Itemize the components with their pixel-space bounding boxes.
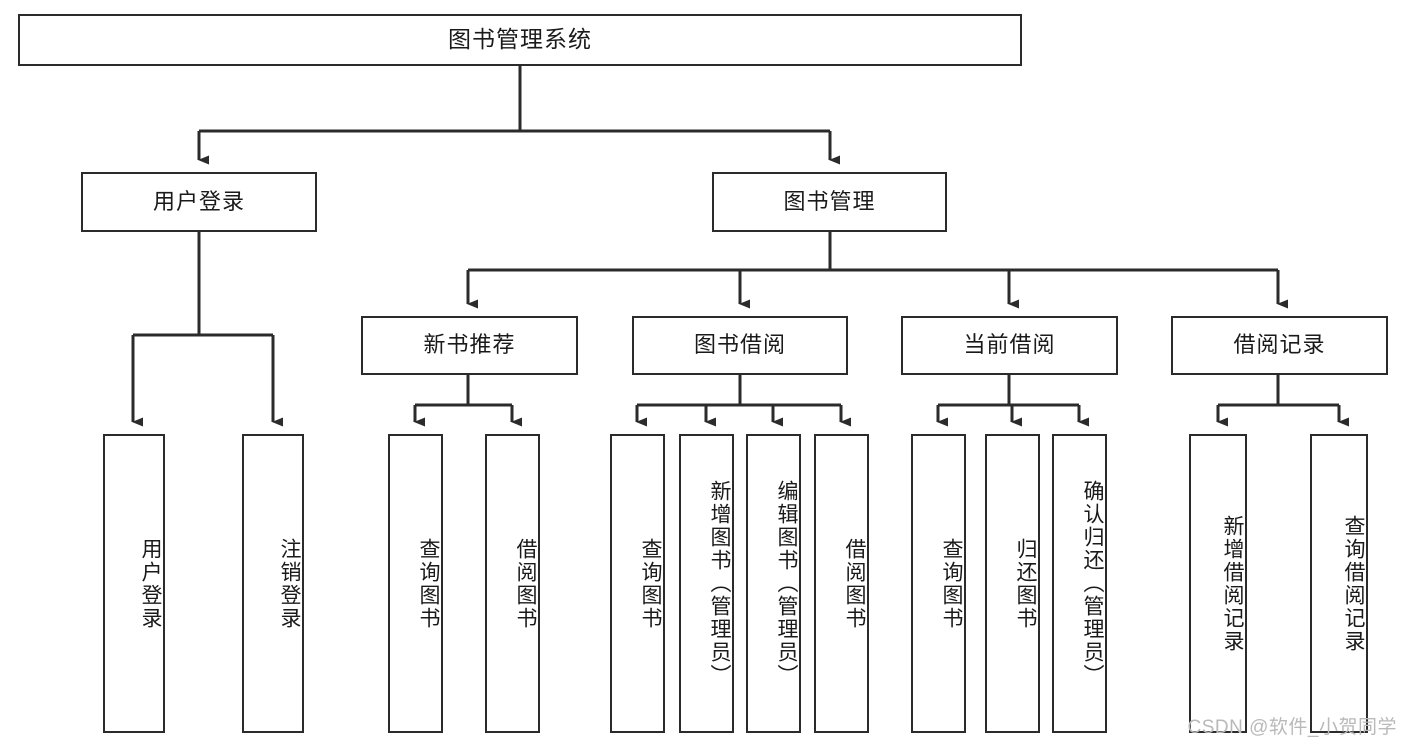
node-leaf-query-book-3-label: 查询图书 — [940, 537, 963, 630]
node-leaf-add-record[interactable]: 新增借阅记录 — [1189, 434, 1247, 733]
node-leaf-add-book[interactable]: 新增图书（管理员） — [679, 434, 734, 733]
node-new-book-recommend[interactable]: 新书推荐 — [361, 316, 578, 375]
node-leaf-query-book-3[interactable]: 查询图书 — [911, 434, 966, 733]
node-borrow-record[interactable]: 借阅记录 — [1171, 316, 1388, 375]
node-leaf-add-record-label: 新增借阅记录 — [1221, 514, 1244, 653]
node-leaf-return-book[interactable]: 归还图书 — [985, 434, 1040, 733]
node-leaf-query-book-1-label: 查询图书 — [417, 537, 440, 630]
node-new-book-recommend-label: 新书推荐 — [423, 332, 516, 358]
node-leaf-query-record[interactable]: 查询借阅记录 — [1310, 434, 1368, 733]
node-leaf-query-book-2-label: 查询图书 — [639, 537, 662, 630]
node-borrow-record-label: 借阅记录 — [1233, 332, 1326, 358]
node-leaf-borrow-book-2[interactable]: 借阅图书 — [814, 434, 869, 733]
node-user-login[interactable]: 用户登录 — [81, 172, 317, 232]
node-leaf-logout-label: 注销登录 — [278, 537, 301, 630]
node-current-borrow-label: 当前借阅 — [963, 332, 1056, 358]
node-leaf-user-login[interactable]: 用户登录 — [103, 434, 165, 733]
node-leaf-edit-book-label: 编辑图书（管理员） — [775, 480, 798, 687]
node-current-borrow[interactable]: 当前借阅 — [901, 316, 1118, 375]
node-root-system[interactable]: 图书管理系统 — [18, 14, 1022, 66]
node-root-label: 图书管理系统 — [448, 26, 592, 53]
node-leaf-user-login-label: 用户登录 — [139, 537, 162, 630]
node-leaf-return-book-label: 归还图书 — [1014, 537, 1037, 630]
node-leaf-query-book-1[interactable]: 查询图书 — [388, 434, 443, 733]
node-leaf-borrow-book-2-label: 借阅图书 — [843, 537, 866, 630]
node-book-manage[interactable]: 图书管理 — [712, 172, 947, 232]
node-leaf-logout[interactable]: 注销登录 — [242, 434, 304, 733]
csdn-watermark: CSDN @软件_小贺同学 — [1187, 717, 1397, 738]
node-leaf-query-book-2[interactable]: 查询图书 — [610, 434, 665, 733]
node-book-manage-label: 图书管理 — [783, 188, 876, 214]
node-user-login-label: 用户登录 — [152, 188, 245, 214]
node-leaf-edit-book[interactable]: 编辑图书（管理员） — [746, 434, 801, 733]
node-leaf-add-book-label: 新增图书（管理员） — [708, 480, 731, 687]
node-book-borrow-label: 图书借阅 — [693, 332, 786, 358]
node-leaf-borrow-book-1-label: 借阅图书 — [514, 537, 537, 630]
node-leaf-query-record-label: 查询借阅记录 — [1342, 514, 1365, 653]
node-leaf-borrow-book-1[interactable]: 借阅图书 — [485, 434, 540, 733]
node-book-borrow[interactable]: 图书借阅 — [632, 316, 848, 375]
node-leaf-confirm-return[interactable]: 确认归还（管理员） — [1052, 434, 1107, 733]
node-leaf-confirm-return-label: 确认归还（管理员） — [1081, 480, 1104, 687]
